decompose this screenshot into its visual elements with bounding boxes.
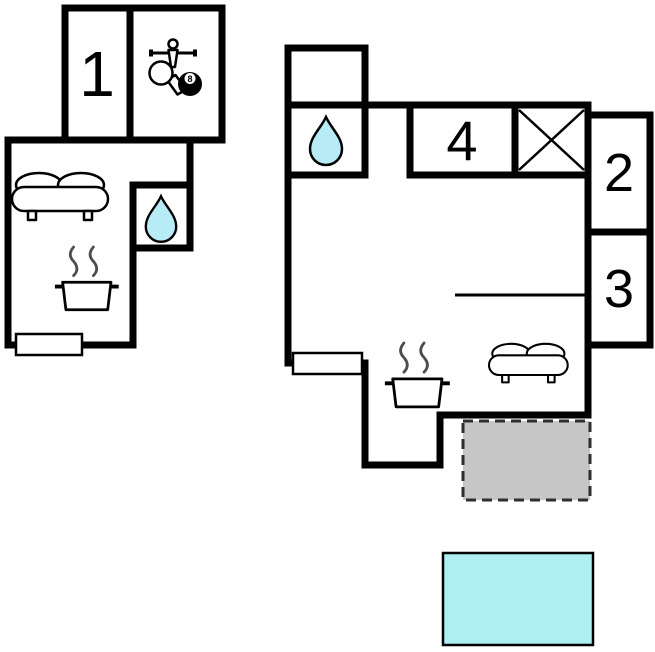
window [14, 332, 84, 357]
room-label-3: 3 [604, 259, 634, 319]
steam-line [68, 245, 79, 277]
sofa-icon [487, 342, 569, 384]
steam-line [419, 341, 429, 374]
game-room-icons: 8 [148, 38, 202, 96]
sofa-seat [10, 185, 110, 213]
pot-body [391, 377, 444, 409]
room-label-2: 2 [604, 143, 634, 203]
terrace-area [461, 419, 592, 502]
window [291, 351, 364, 376]
foosball-player-icon [149, 38, 197, 69]
foosball-body [167, 48, 179, 69]
crossed-square-icon [518, 109, 585, 171]
water-drop-icon [308, 113, 344, 167]
right-building-walls [284, 44, 654, 469]
sofa-leg-right [82, 209, 94, 222]
foosball-head [167, 38, 179, 50]
room-label-4: 4 [446, 109, 477, 172]
paddle-blade [148, 60, 174, 86]
sofa-seat [487, 354, 569, 377]
cooking-pot-steam-icon [54, 245, 119, 312]
pool-area [441, 551, 595, 647]
billiard-ball-circle [184, 73, 196, 84]
sofa-leg-right [547, 373, 556, 384]
water-drop-shape [144, 193, 178, 243]
cooking-pot-steam-icon [384, 341, 450, 409]
steam-line [399, 341, 409, 374]
billiard-8ball-icon: 8 [178, 72, 202, 96]
sofa-leg-left [501, 373, 510, 384]
room-label-1: 1 [79, 38, 115, 110]
left-building-walls [4, 4, 226, 349]
pot-body [61, 280, 113, 312]
water-drop-shape [308, 113, 344, 167]
sofa-icon [10, 171, 110, 222]
foosball-handle-right [193, 49, 197, 57]
right-building: 4 2 3 [284, 44, 654, 469]
left-building: 1 8 [4, 4, 226, 357]
steam-line [88, 245, 99, 277]
billiard-ball-number: 8 [187, 74, 192, 84]
water-drop-icon [144, 193, 178, 243]
sofa-leg-left [26, 209, 38, 222]
foosball-handle-left [149, 49, 153, 57]
